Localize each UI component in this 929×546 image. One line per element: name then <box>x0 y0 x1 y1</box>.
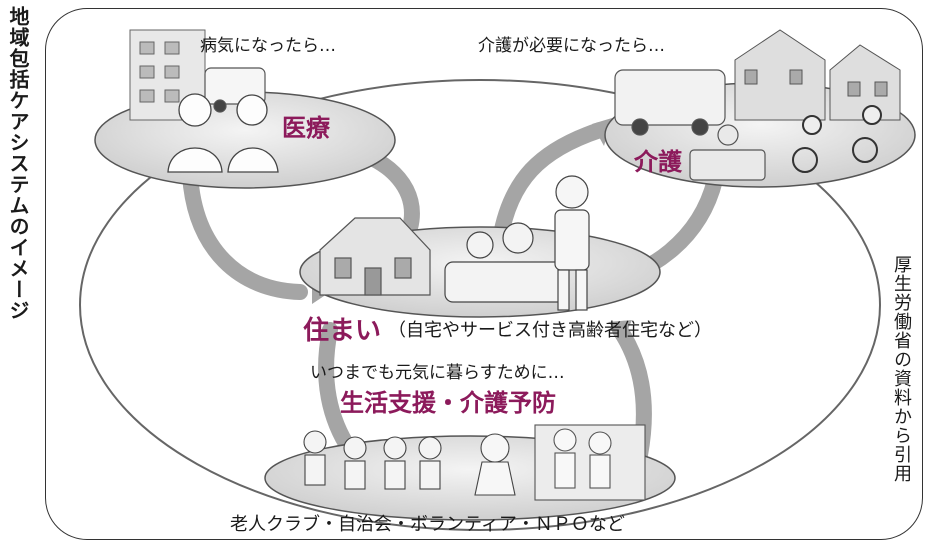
community-caption: 老人クラブ・自治会・ボランティア・ＮＰＯなど <box>230 514 625 535</box>
side-title: 地域包括ケアシステムのイメージ <box>6 6 30 321</box>
diagram-frame <box>45 8 923 540</box>
arrowhead-care <box>592 118 612 146</box>
arrow-medical-to-housing <box>182 167 308 300</box>
bathtub-illustration <box>689 124 766 181</box>
community-people-illustration <box>303 430 442 490</box>
nurse-illustration <box>227 94 279 173</box>
arrowhead-housing-bottom <box>608 320 632 338</box>
house-illustration <box>319 217 431 296</box>
care-van-illustration <box>614 69 726 136</box>
wheelchair-illustration <box>792 105 882 173</box>
medical-caption: 病気になったら… <box>200 36 336 56</box>
arrow-housing-to-care <box>492 122 608 248</box>
arrow-housing-to-support <box>318 322 358 458</box>
exercise-person-illustration <box>474 433 516 496</box>
care-caption: 介護が必要になったら… <box>478 36 665 56</box>
medical-label: 医療 <box>282 114 330 142</box>
support-caption: いつまでも元気に暮らすために… <box>310 363 565 383</box>
care-label: 介護 <box>634 148 682 176</box>
housing-note: （自宅やサービス付き高齢者住宅など） <box>388 320 712 341</box>
source-note: 厚生労働省の資料から引用 <box>891 255 912 483</box>
care-houses-illustration <box>734 29 901 121</box>
connecting-circle <box>79 79 881 531</box>
doctor-illustration <box>167 93 223 173</box>
volunteer-scene-illustration <box>534 424 646 501</box>
support-label: 生活支援・介護予防 <box>340 389 556 417</box>
housing-label: 住まい <box>303 316 382 346</box>
sofa-family-illustration <box>444 222 566 303</box>
grandfather-illustration <box>554 175 590 311</box>
